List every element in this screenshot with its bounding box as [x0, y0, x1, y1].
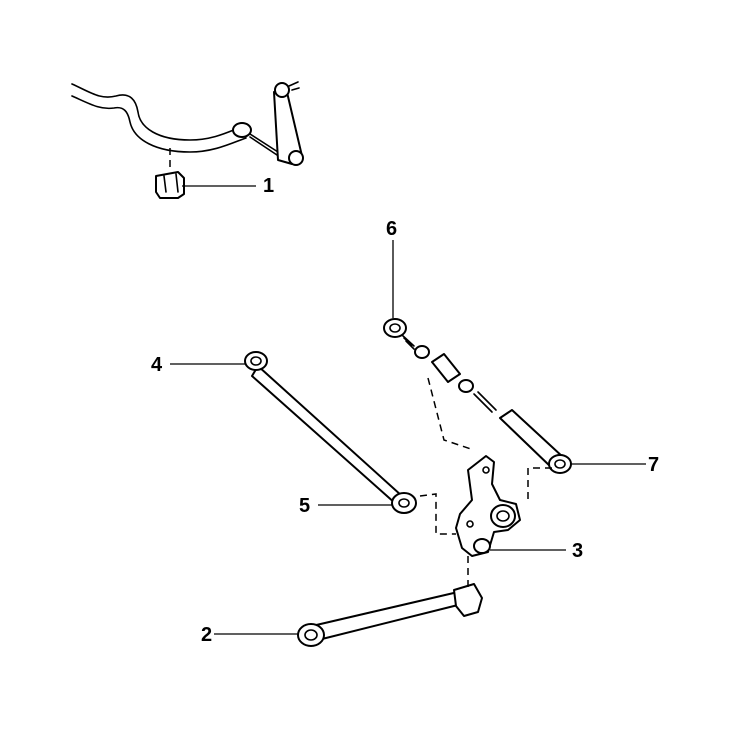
- assembly-lines: [419, 377, 552, 588]
- callout-7: 7: [648, 454, 659, 476]
- callout-numbers: 1 2 3 4 5 6 7: [151, 175, 659, 646]
- lock-nut-upper: [414, 345, 430, 359]
- callout-5: 5: [299, 495, 310, 517]
- leader-lines: [170, 185, 646, 635]
- callout-2: 2: [201, 624, 212, 646]
- callout-6: 6: [386, 218, 397, 240]
- callout-1: 1: [263, 175, 274, 197]
- adjuster-sleeve: [431, 353, 461, 383]
- arm-bushing-top: [244, 351, 268, 371]
- stabilizer-bar: [71, 83, 245, 141]
- lower-rear-arm: [297, 583, 483, 647]
- lock-nut-lower: [458, 379, 474, 393]
- knuckle-bushing: [473, 538, 491, 554]
- stabilizer-bushing: [155, 171, 185, 199]
- knuckle-hub: [490, 504, 516, 528]
- lower-arm-bushing: [297, 623, 325, 647]
- lower-arm-bracket: [453, 583, 483, 617]
- toe-arm-bushing-end: [383, 318, 407, 338]
- arm-bushing-bottom: [391, 492, 417, 514]
- stabilizer-bar-end-eye: [232, 122, 252, 138]
- toe-arm-bushing-knuckle: [548, 454, 572, 474]
- upper-rear-arm: [244, 351, 417, 514]
- toe-control-arm: [383, 318, 572, 474]
- callout-4: 4: [151, 354, 163, 376]
- callout-3: 3: [572, 540, 583, 562]
- stabilizer-bar-assembly: [71, 81, 304, 199]
- rear-knuckle: [455, 455, 521, 557]
